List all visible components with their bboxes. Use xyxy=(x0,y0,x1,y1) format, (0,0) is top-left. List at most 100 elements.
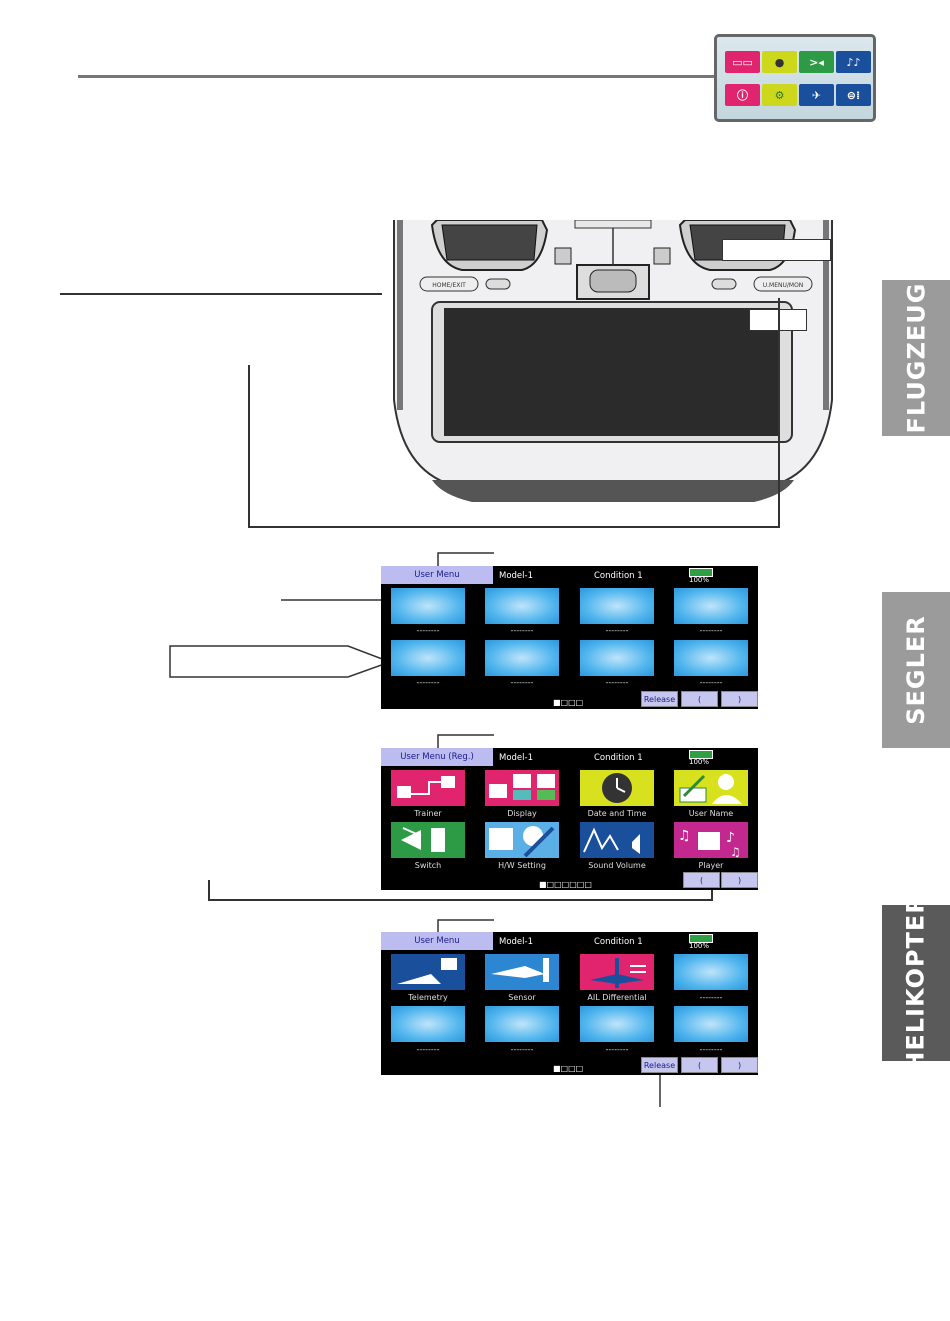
trainer-icon xyxy=(397,776,455,798)
condition-name: Condition 1 xyxy=(594,571,643,581)
sound-volume-tile[interactable] xyxy=(580,822,654,858)
user-menu-screen-1: User Menu Model-1 Condition 1 100% -----… xyxy=(381,566,758,709)
player-tile[interactable]: ♫♪♫ xyxy=(674,822,748,859)
empty-slot-tile[interactable] xyxy=(674,640,748,676)
empty-slot-tile[interactable] xyxy=(485,640,559,676)
callout-label-box-1 xyxy=(722,239,831,261)
prev-page-button[interactable]: ( xyxy=(683,872,720,888)
empty-slot-tile[interactable] xyxy=(580,1006,654,1042)
hw-setting-icon xyxy=(489,826,555,858)
mixer-icon: ⊜⁞ xyxy=(836,84,871,106)
ail-differential-icon xyxy=(590,958,646,988)
music-icon: ♫♪♫ xyxy=(678,828,741,859)
tile-label-trainer: Trainer xyxy=(414,809,442,818)
model-name: Model-1 xyxy=(499,937,533,947)
battery-percent: 100% xyxy=(689,942,710,950)
user-menu-reg-screen: User Menu (Reg.) Model-1 Condition 1 100… xyxy=(381,748,758,890)
prev-page-button[interactable]: ( xyxy=(681,691,718,707)
tile-label-sound-volume: Sound Volume xyxy=(588,861,646,870)
header-rule xyxy=(78,75,714,78)
info-icon: ⓘ xyxy=(725,84,760,106)
hw-setting-tile[interactable] xyxy=(485,822,559,858)
tile-label: -------- xyxy=(510,1045,534,1054)
switch-icon: >◂ xyxy=(799,51,834,73)
next-page-button[interactable]: ) xyxy=(721,691,758,707)
screen-title: User Menu (Reg.) xyxy=(381,748,493,766)
next-page-button[interactable]: ) xyxy=(721,1057,758,1073)
sensor-icon xyxy=(491,958,549,982)
user-icon xyxy=(679,774,742,804)
telemetry-icon xyxy=(397,958,457,984)
battery-percent: 100% xyxy=(689,576,710,584)
svg-text:♫: ♫ xyxy=(730,845,741,858)
empty-slot-tile[interactable] xyxy=(580,640,654,676)
user-name-tile[interactable] xyxy=(674,770,748,806)
svg-text:♪: ♪ xyxy=(726,830,735,846)
switch-icon xyxy=(401,827,445,852)
tab-segler-label: SEGLER xyxy=(902,615,931,725)
empty-slot-tile[interactable] xyxy=(580,588,654,624)
page-indicator: ■□□□ xyxy=(553,1064,584,1073)
screen-title: User Menu xyxy=(381,932,493,950)
empty-slot-tile[interactable] xyxy=(485,588,559,624)
empty-slot-tile[interactable] xyxy=(674,1006,748,1042)
home-exit-button-label: HOME/EXIT xyxy=(432,282,466,289)
transmitter-illustration: HOME/EXIT U.MENU/MON xyxy=(392,220,834,510)
next-page-button[interactable]: ) xyxy=(721,872,758,888)
tile-label: -------- xyxy=(605,678,629,687)
sensor-tile[interactable] xyxy=(485,954,559,990)
tile-label: -------- xyxy=(699,993,723,1002)
sound-icon: ♪♪ xyxy=(836,51,871,73)
tile-label: -------- xyxy=(510,626,534,635)
dial-icon: ● xyxy=(762,51,797,73)
menu-icon-panel: ▭▭ ● >◂ ♪♪ ⓘ ⚙ ✈ ⊜⁞ xyxy=(714,34,876,122)
tile-label: -------- xyxy=(416,626,440,635)
tile-label: -------- xyxy=(510,678,534,687)
screen-title: User Menu xyxy=(381,566,493,584)
tab-flugzeug[interactable]: FLUGZEUG xyxy=(882,280,950,436)
release-button[interactable]: Release xyxy=(641,691,678,707)
ail-differential-tile[interactable] xyxy=(580,954,654,990)
condition-name: Condition 1 xyxy=(594,937,643,947)
battery-icon xyxy=(689,934,713,943)
empty-slot-tile[interactable] xyxy=(391,588,465,624)
user-menu-screen-registered: User Menu Model-1 Condition 1 100% Telem… xyxy=(381,932,758,1075)
trainer-icon: ▭▭ xyxy=(725,51,760,73)
tab-helikopter-label: HELIKOPTER xyxy=(902,894,930,1072)
tab-helikopter[interactable]: HELIKOPTER xyxy=(882,894,950,1072)
empty-slot-tile[interactable] xyxy=(674,588,748,624)
tile-label: -------- xyxy=(605,626,629,635)
tile-label-switch: Switch xyxy=(414,861,442,870)
tile-label: -------- xyxy=(699,626,723,635)
prev-page-button[interactable]: ( xyxy=(681,1057,718,1073)
release-button[interactable]: Release xyxy=(641,1057,678,1073)
svg-text:♫: ♫ xyxy=(678,828,691,844)
tile-label: -------- xyxy=(605,1045,629,1054)
battery-percent: 100% xyxy=(689,758,710,766)
empty-slot-tile[interactable] xyxy=(485,1006,559,1042)
tile-label-ail-differential: AIL Differential xyxy=(587,993,647,1002)
telemetry-tile[interactable] xyxy=(391,954,465,990)
tile-label: -------- xyxy=(699,678,723,687)
model-name: Model-1 xyxy=(499,753,533,763)
transmitter-drawing: HOME/EXIT U.MENU/MON xyxy=(393,220,833,502)
tab-segler[interactable]: SEGLER xyxy=(882,592,950,748)
battery-icon xyxy=(689,568,713,577)
empty-slot-tile[interactable] xyxy=(391,1006,465,1042)
empty-slot-tile[interactable] xyxy=(674,954,748,990)
trainer-tile[interactable] xyxy=(391,770,465,806)
condition-name: Condition 1 xyxy=(594,753,643,763)
tile-label-player: Player xyxy=(698,861,724,870)
tile-label-user-name: User Name xyxy=(688,809,734,818)
empty-slot-tile[interactable] xyxy=(391,640,465,676)
date-time-tile[interactable] xyxy=(580,770,654,806)
display-tile[interactable] xyxy=(485,770,559,806)
telemetry-icon: ✈ xyxy=(799,84,834,106)
model-name: Model-1 xyxy=(499,571,533,581)
tile-label: -------- xyxy=(699,1045,723,1054)
tile-label: -------- xyxy=(416,678,440,687)
sound-icon xyxy=(583,827,640,854)
switch-tile[interactable] xyxy=(391,822,465,858)
tile-label-hw-setting: H/W Setting xyxy=(498,861,546,870)
tile-label-sensor: Sensor xyxy=(508,993,536,1002)
